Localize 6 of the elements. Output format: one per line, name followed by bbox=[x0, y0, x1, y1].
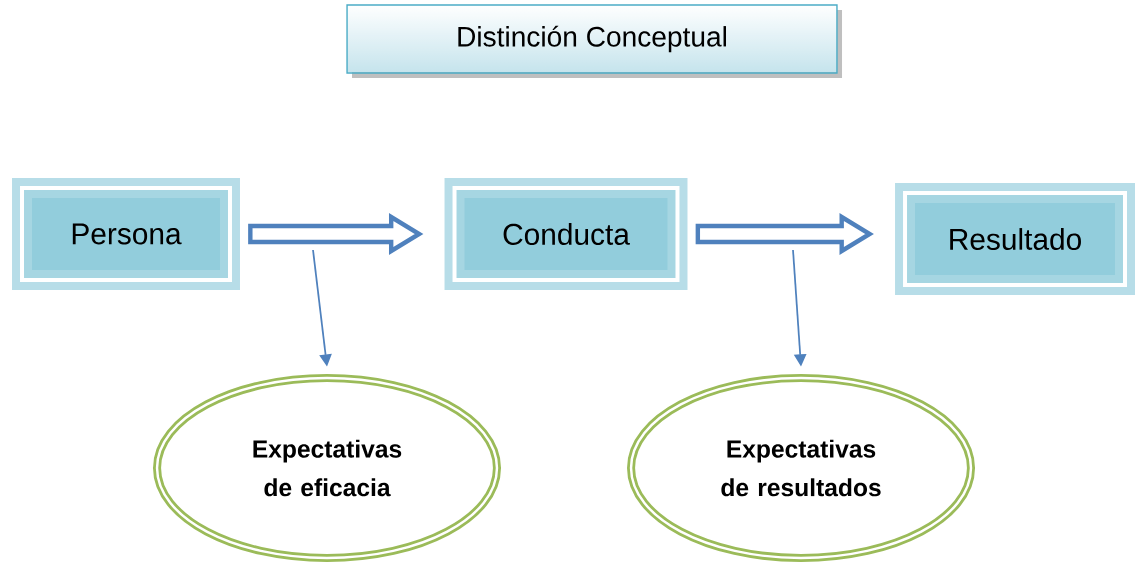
process-box: Resultado bbox=[895, 183, 1135, 295]
block-arrow bbox=[248, 213, 424, 255]
title-box: Distinción Conceptual bbox=[346, 4, 842, 78]
block-arrow bbox=[695, 213, 874, 255]
process-box: Persona bbox=[12, 178, 240, 290]
process-box: Conducta bbox=[444, 178, 688, 290]
